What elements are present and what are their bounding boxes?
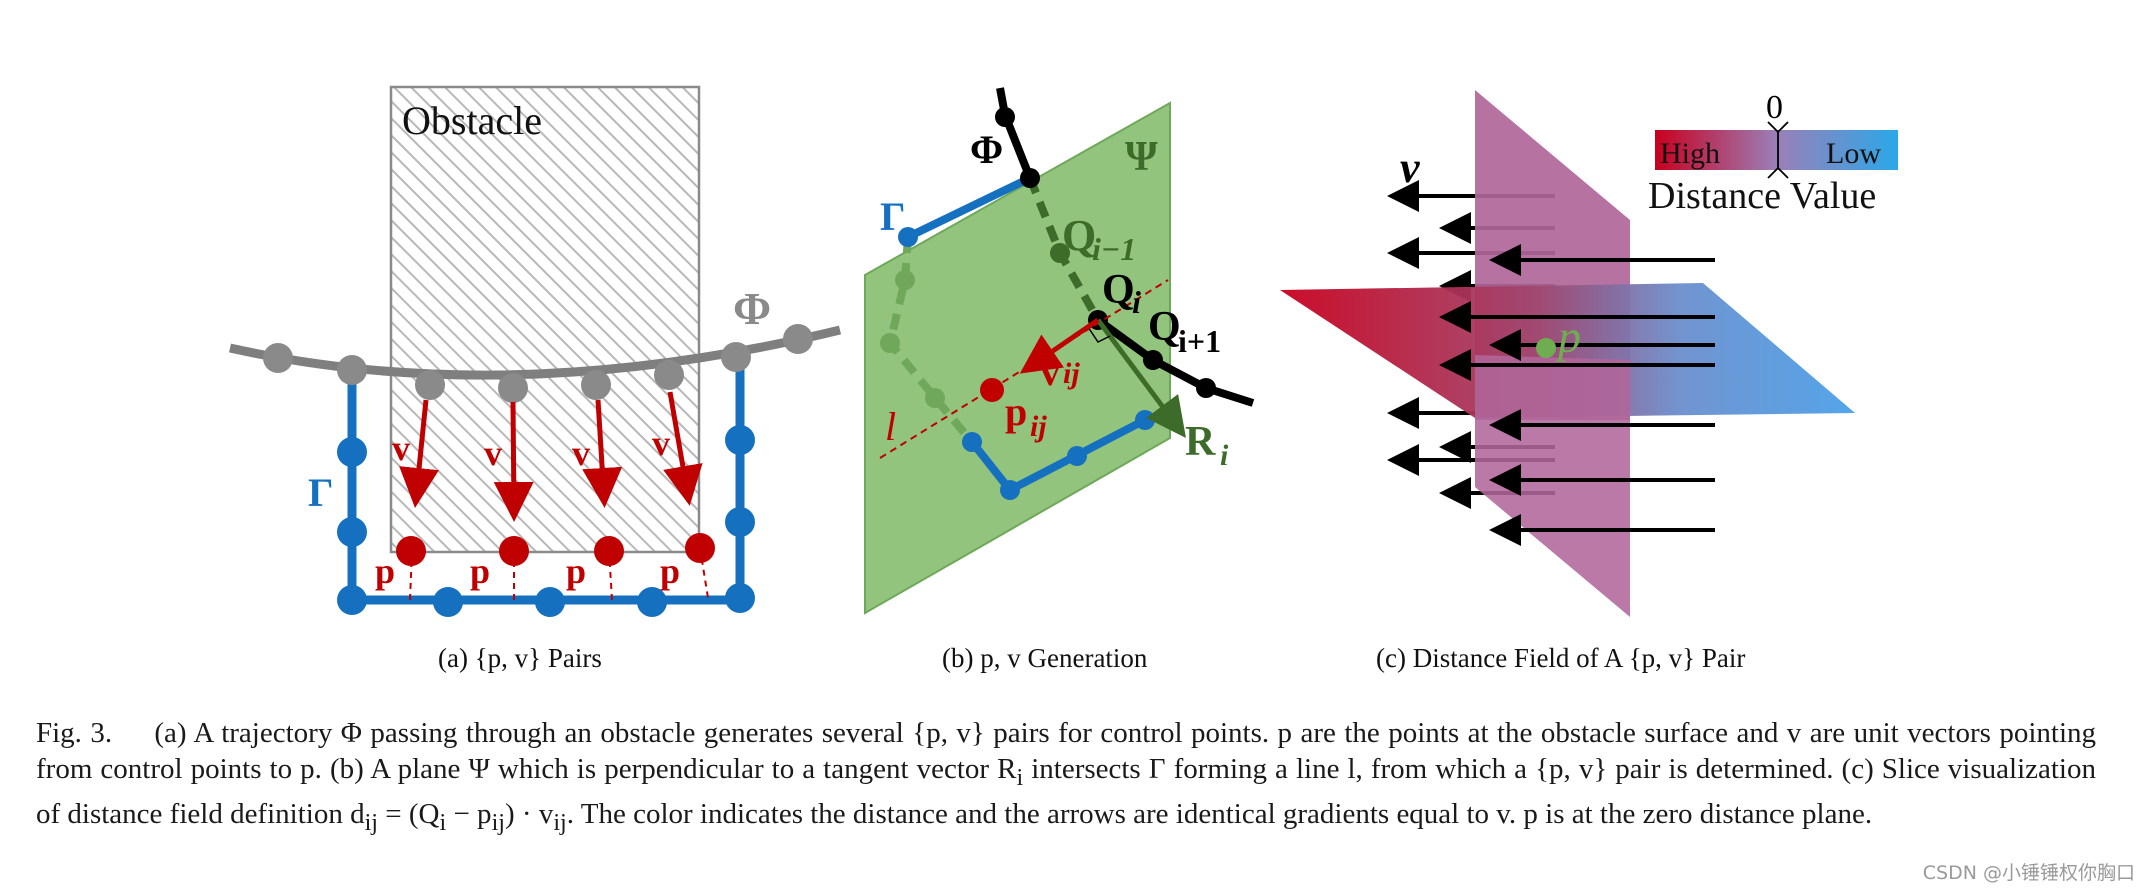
caption-eq3: ) · v	[505, 797, 554, 830]
caption-body-cont: intersects Γ forming a line l, from whic…	[36, 753, 2096, 830]
gamma-label-a: Γ	[308, 470, 333, 515]
svg-text:v: v	[572, 433, 590, 473]
svg-text:i: i	[1220, 439, 1229, 472]
right-angle	[1087, 326, 1111, 343]
phi-trajectory-b-bottom	[1095, 316, 1255, 407]
vij-label: v ij	[1040, 349, 1080, 394]
legend-zero: 0	[1766, 89, 1783, 126]
obstacle-box	[389, 85, 701, 554]
v-vectors	[399, 391, 703, 522]
svg-text:Q: Q	[1102, 267, 1135, 313]
obstacle-label: Obstacle	[402, 98, 542, 143]
gamma-control-points	[337, 425, 755, 617]
caption-eq-sub3: ij	[553, 808, 567, 836]
caption-prefix: Fig. 3.	[36, 717, 113, 749]
svg-text:v: v	[484, 433, 502, 473]
distance-legend: 0 High Low Distance Value	[1648, 89, 1898, 217]
caption-eq: = (Q	[378, 797, 440, 830]
svg-text:v: v	[1040, 349, 1060, 394]
phi-trajectory-b-top	[996, 87, 1034, 180]
figure-caption: Fig. 3. (a) A trajectory Φ passing throu…	[36, 715, 2096, 841]
l-label: l	[885, 404, 896, 449]
caption-sub-i: i	[1016, 763, 1024, 791]
caption-eq-sub2: ij	[491, 808, 505, 836]
svg-text:p: p	[660, 551, 680, 591]
phi-points-b	[995, 107, 1216, 398]
pij-point	[980, 378, 1004, 402]
gamma-path-b-top	[906, 174, 1032, 241]
caption-sub-ij: ij	[364, 808, 379, 836]
caption-eq2: − p	[446, 797, 492, 830]
phi-label-b: Φ	[970, 127, 1003, 172]
svg-text:ij: ij	[1063, 357, 1080, 390]
svg-text:ij: ij	[1030, 410, 1047, 443]
caption-c: (c) Distance Field of A {p, v} Pair	[1376, 643, 1745, 673]
gamma-points-b	[880, 227, 1155, 500]
caption-b: (b) p, v Generation	[942, 643, 1148, 673]
psi-label: Ψ	[1125, 134, 1158, 180]
v-labels: v v v v	[392, 423, 670, 473]
svg-text:p: p	[1005, 389, 1027, 434]
svg-text:p: p	[375, 551, 395, 591]
legend-color-bar	[1655, 130, 1898, 170]
svg-text:i: i	[1132, 284, 1141, 320]
q-next-label: Q i+1	[1148, 304, 1221, 359]
p-point-c	[1536, 338, 1556, 358]
caption-eq-sub1: i	[439, 808, 447, 836]
panel-a: Obstacle Φ Γ	[229, 85, 842, 673]
vij-vector	[1019, 317, 1100, 374]
q-label: Q i	[1102, 267, 1141, 320]
p-label-c: p	[1555, 311, 1581, 362]
panel-b: Ψ Γ Φ l	[864, 87, 1255, 673]
r-label: R i	[1185, 419, 1229, 472]
svg-text:v: v	[652, 423, 670, 463]
distance-slice-plane-vertical-bottom	[1475, 355, 1630, 617]
watermark: CSDN @小锤锤权你胸口	[1922, 862, 2135, 884]
panel-c: v p 0 High Low Distance Value (c) Distan…	[1280, 89, 1898, 673]
caption-rest: . The color indicates the distance and t…	[566, 797, 1873, 830]
legend-high: High	[1660, 137, 1720, 170]
v-dashes	[409, 547, 709, 601]
p-labels: p p p p	[375, 551, 680, 591]
r-vector	[1095, 318, 1186, 439]
svg-text:p: p	[470, 551, 490, 591]
phi-label-a: Φ	[733, 283, 771, 334]
gradient-arrows-front	[1439, 244, 1715, 546]
legend-zero-marker	[1767, 121, 1789, 179]
pij-label: p ij	[1005, 389, 1047, 443]
svg-text:i−1: i−1	[1092, 231, 1136, 267]
v-label-c: v	[1400, 143, 1420, 192]
svg-text:Q: Q	[1148, 304, 1181, 350]
svg-text:v: v	[392, 428, 410, 468]
svg-text:R: R	[1185, 419, 1216, 465]
svg-text:i+1: i+1	[1178, 323, 1221, 359]
q-prev-label: Q i−1	[1062, 211, 1136, 267]
svg-text:Q: Q	[1062, 211, 1096, 260]
caption-a: (a) {p, v} Pairs	[438, 643, 602, 673]
phi-control-points	[263, 324, 813, 403]
svg-text:p: p	[566, 551, 586, 591]
figure-3: Obstacle Φ Γ	[229, 85, 1898, 673]
caption-body: (a) A trajectory Φ passing through an ob…	[36, 717, 2097, 785]
legend-title: Distance Value	[1648, 175, 1876, 217]
p-points	[396, 533, 715, 566]
legend-low: Low	[1826, 137, 1881, 170]
gamma-label-b: Γ	[880, 194, 905, 239]
